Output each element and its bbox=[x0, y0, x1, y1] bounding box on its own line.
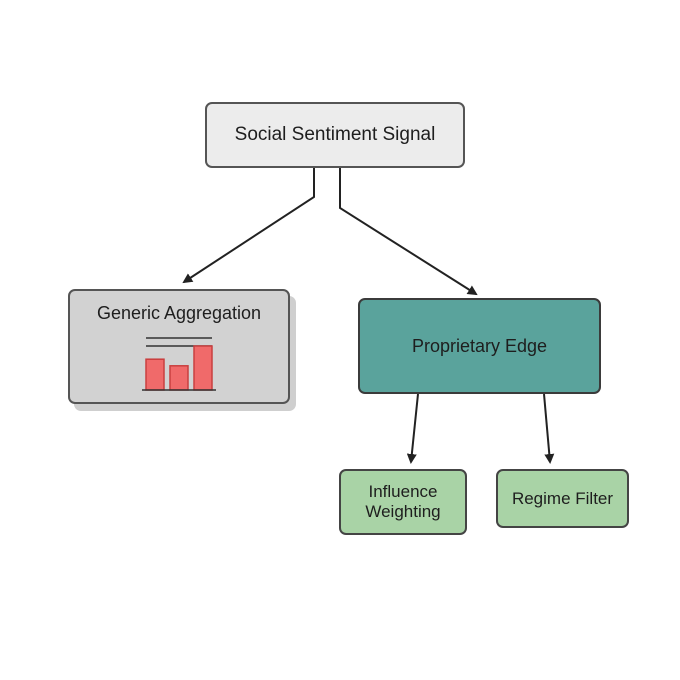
arrow-root-to-generic bbox=[182, 168, 315, 284]
node-label: Influence Weighting bbox=[365, 482, 441, 521]
node-regime-filter: Regime Filter bbox=[496, 469, 629, 528]
arrow-edge-to-influence bbox=[406, 393, 419, 464]
node-generic-aggregation: Generic Aggregation bbox=[68, 289, 290, 404]
arrow-root-to-edge bbox=[339, 168, 478, 296]
node-label: Social Sentiment Signal bbox=[234, 124, 436, 145]
bar-chart-icon bbox=[142, 337, 216, 391]
node-social-sentiment-signal: Social Sentiment Signal bbox=[205, 102, 465, 168]
chart-bar bbox=[193, 345, 213, 391]
node-influence-weighting: Influence Weighting bbox=[339, 469, 467, 535]
chart-bar bbox=[169, 365, 189, 391]
node-label: Regime Filter bbox=[511, 488, 614, 508]
chart-bar bbox=[145, 358, 165, 391]
node-label: Proprietary Edge bbox=[411, 335, 548, 356]
node-label: Generic Aggregation bbox=[96, 303, 262, 323]
arrow-edge-to-regime bbox=[543, 393, 555, 464]
node-proprietary-edge: Proprietary Edge bbox=[358, 298, 601, 394]
